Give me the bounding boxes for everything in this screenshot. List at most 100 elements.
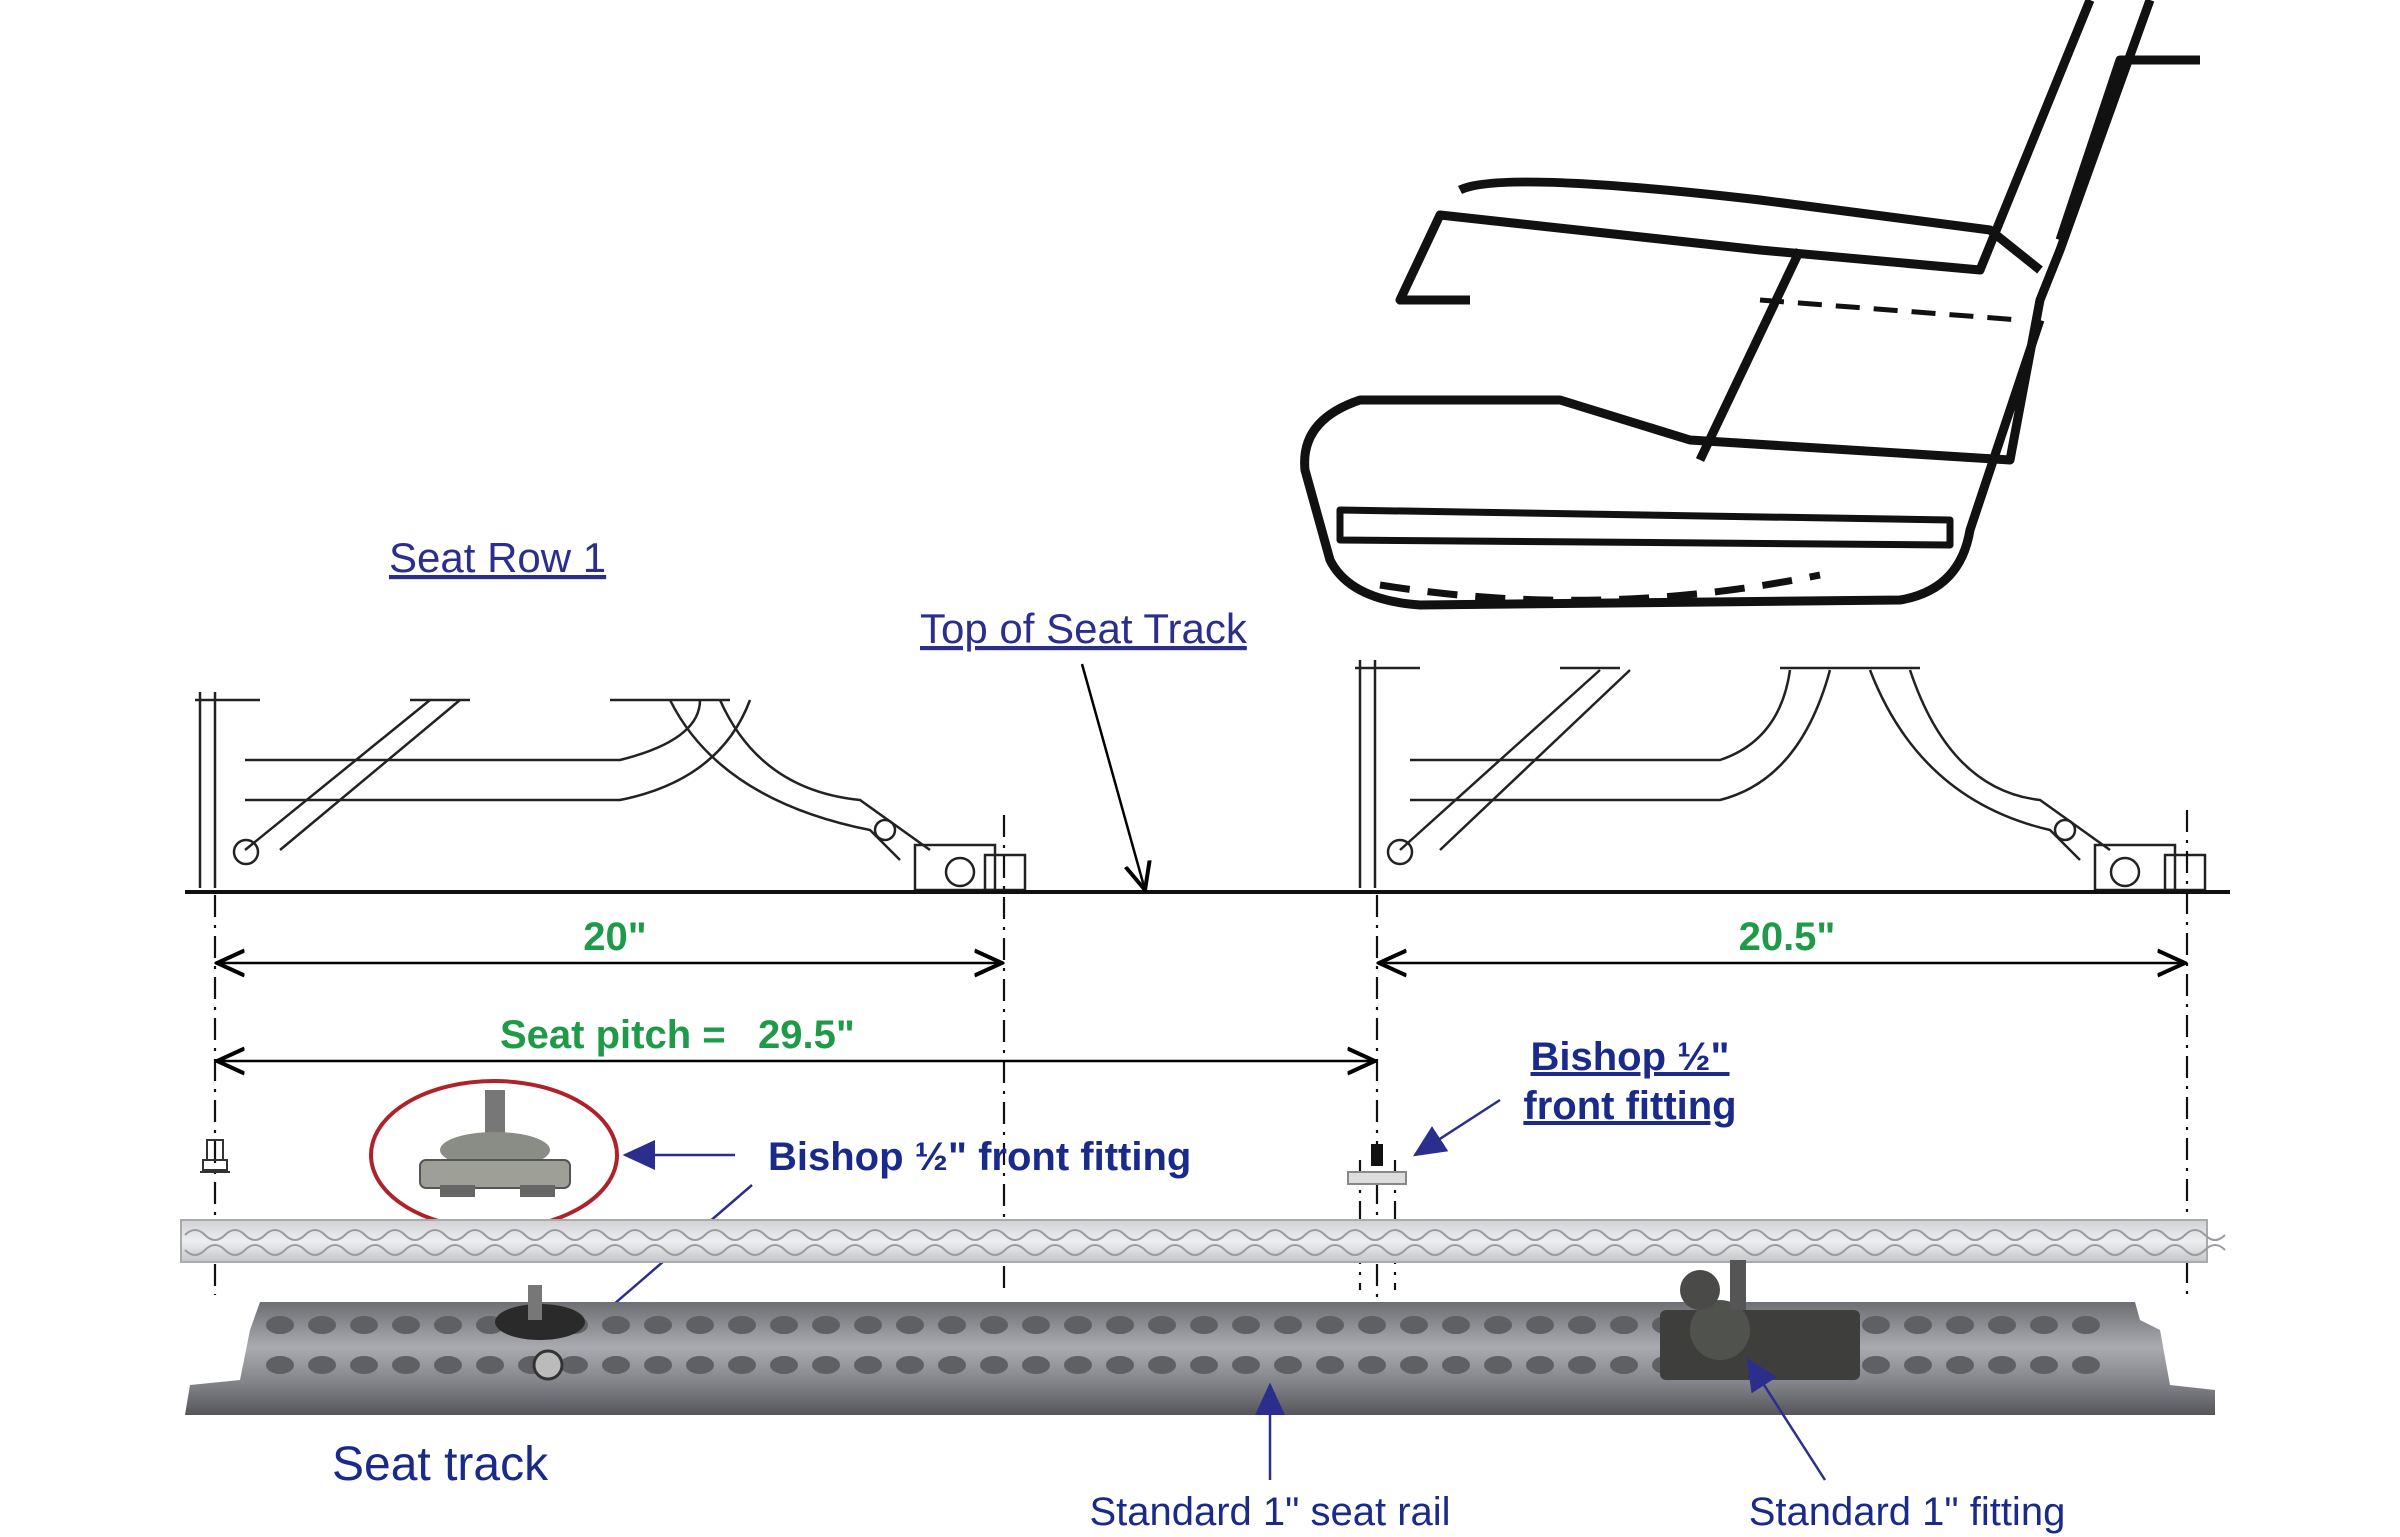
seat-row-label: Seat Row 1 (389, 534, 606, 581)
rail-hole (1400, 1356, 1428, 1374)
rail-hole (1274, 1316, 1302, 1334)
rail-hole (1358, 1356, 1386, 1374)
rail-hole (392, 1316, 420, 1334)
rail-hole (1148, 1316, 1176, 1334)
rail-hole (812, 1356, 840, 1374)
bishop-right-label-line2: front fitting (1523, 1084, 1736, 1128)
rail-hole (728, 1316, 756, 1334)
rail-hole (644, 1316, 672, 1334)
bishop-fitting-on-rail (495, 1285, 585, 1381)
rail-hole (476, 1356, 504, 1374)
rail-hole (434, 1356, 462, 1374)
rail-hole (266, 1356, 294, 1374)
rail-hole (1526, 1316, 1554, 1334)
seat-frame-row1 (195, 692, 1027, 892)
rail-hole (896, 1356, 924, 1374)
rail-hole (434, 1316, 462, 1334)
rail-hole (1316, 1316, 1344, 1334)
rail-hole (1904, 1316, 1932, 1334)
rail-hole (266, 1316, 294, 1334)
rail-hole (350, 1316, 378, 1334)
rail-hole (350, 1356, 378, 1374)
rail-hole (1442, 1356, 1470, 1374)
fitting-symbol-left (200, 1139, 230, 1173)
rail-hole (2072, 1316, 2100, 1334)
rail-hole (938, 1356, 966, 1374)
rail-hole (1484, 1316, 1512, 1334)
rail-hole (1358, 1316, 1386, 1334)
rail-hole (812, 1316, 840, 1334)
rail-hole (1862, 1316, 1890, 1334)
standard-fitting-leader (1746, 1357, 1827, 1481)
rail-hole (854, 1356, 882, 1374)
rail-hole (1610, 1356, 1638, 1374)
rail-hole (392, 1356, 420, 1374)
rail-hole (644, 1356, 672, 1374)
rail-hole (2030, 1356, 2058, 1374)
rail-hole (1064, 1356, 1092, 1374)
bishop-fitting-photo (419, 1090, 571, 1197)
dim-rear-label: 20.5" (1739, 915, 1836, 959)
rail-hole (1022, 1316, 1050, 1334)
rail-hole (1148, 1356, 1176, 1374)
rail-hole (308, 1316, 336, 1334)
rail-hole (1946, 1316, 1974, 1334)
rail-hole (1106, 1316, 1134, 1334)
rail-hole (1484, 1356, 1512, 1374)
rail-hole (1442, 1316, 1470, 1334)
standard-rail-label: Standard 1" seat rail (1089, 1490, 1450, 1534)
seat-rail-top-view (180, 1219, 2226, 1263)
rail-hole (602, 1316, 630, 1334)
rail-hole (1106, 1356, 1134, 1374)
rail-hole (1568, 1356, 1596, 1374)
rail-hole (1988, 1316, 2016, 1334)
rail-hole (1274, 1356, 1302, 1374)
rail-hole (1316, 1356, 1344, 1374)
track-top-leader (1080, 663, 1145, 890)
rail-hole (1232, 1316, 1260, 1334)
seat-rail-photo (185, 1302, 2215, 1415)
rail-hole (1022, 1356, 1050, 1374)
bishop-center-label: Bishop ½" front fitting (768, 1135, 1191, 1179)
standard-fitting-label: Standard 1" fitting (1749, 1490, 2066, 1534)
bishop-right-label-line1: Bishop ½" (1531, 1035, 1730, 1079)
rail-hole (728, 1356, 756, 1374)
rail-hole (686, 1316, 714, 1334)
rail-hole (1526, 1356, 1554, 1374)
rail-hole (1946, 1356, 1974, 1374)
rail-hole (1862, 1356, 1890, 1374)
rail-hole (560, 1356, 588, 1374)
rail-hole (980, 1316, 1008, 1334)
rail-hole (1190, 1316, 1218, 1334)
rail-hole (1064, 1316, 1092, 1334)
rail-hole (686, 1356, 714, 1374)
rail-hole (896, 1316, 924, 1334)
rail-hole (1610, 1316, 1638, 1334)
seat-pitch-value: 29.5" (758, 1013, 855, 1057)
rail-hole (770, 1316, 798, 1334)
rail-hole (770, 1356, 798, 1374)
rail-hole (2030, 1316, 2058, 1334)
seat-pitch-label: Seat pitch = (500, 1013, 726, 1057)
rail-hole (854, 1316, 882, 1334)
rail-hole (602, 1356, 630, 1374)
top-of-track-label: Top of Seat Track (920, 605, 1248, 652)
rail-hole (938, 1316, 966, 1334)
dim-front-label: 20" (583, 915, 646, 959)
seat-track-label: Seat track (332, 1438, 549, 1491)
rail-hole (308, 1356, 336, 1374)
rail-hole (1988, 1356, 2016, 1374)
rail-hole (1904, 1356, 1932, 1374)
rail-hole (2072, 1356, 2100, 1374)
rail-hole (1190, 1356, 1218, 1374)
standard-fitting-photo (1660, 1260, 1860, 1380)
rail-hole (1232, 1356, 1260, 1374)
rail-hole (1568, 1316, 1596, 1334)
rail-hole (980, 1356, 1008, 1374)
rail-hole (1400, 1316, 1428, 1334)
bishop-right-arrow (1412, 1098, 1501, 1157)
seat-frame-row2 (1355, 660, 2207, 892)
seat-chair-drawing (1300, 0, 2200, 610)
